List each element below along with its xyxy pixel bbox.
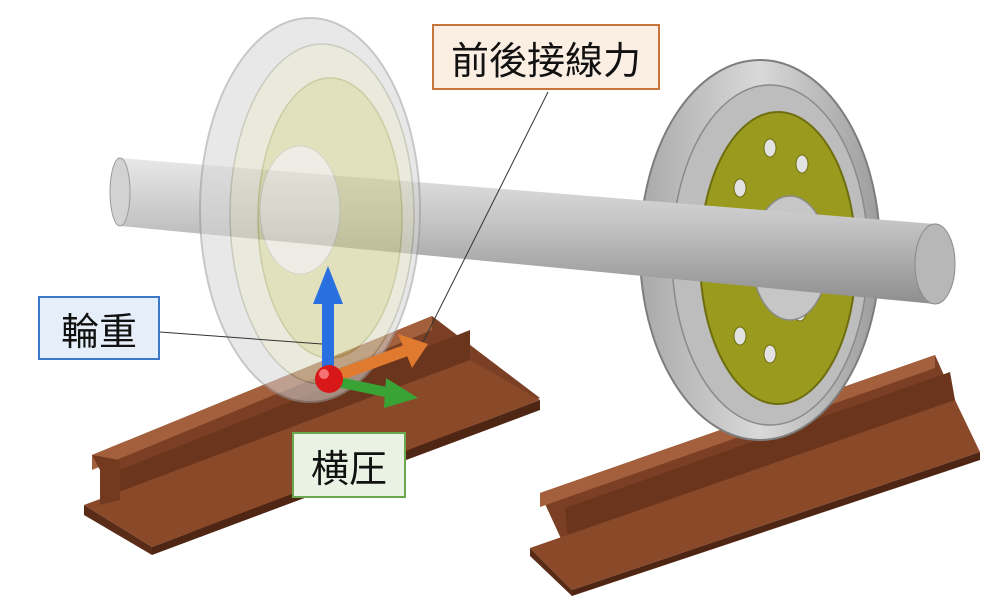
lateral-force-arrow	[332, 376, 418, 408]
contact-point	[315, 365, 343, 393]
left-wheel	[199, 17, 421, 403]
label-wheel-load: 輪重	[38, 296, 160, 360]
leader-longitudinal	[419, 91, 549, 349]
label-lateral-force: 横圧	[292, 432, 406, 498]
wheel-load-arrow	[313, 266, 343, 376]
longitudinal-force-arrow	[330, 334, 428, 383]
leader-wheel-load	[159, 331, 323, 345]
label-longitudinal-tangential-force: 前後接線力	[432, 24, 660, 90]
